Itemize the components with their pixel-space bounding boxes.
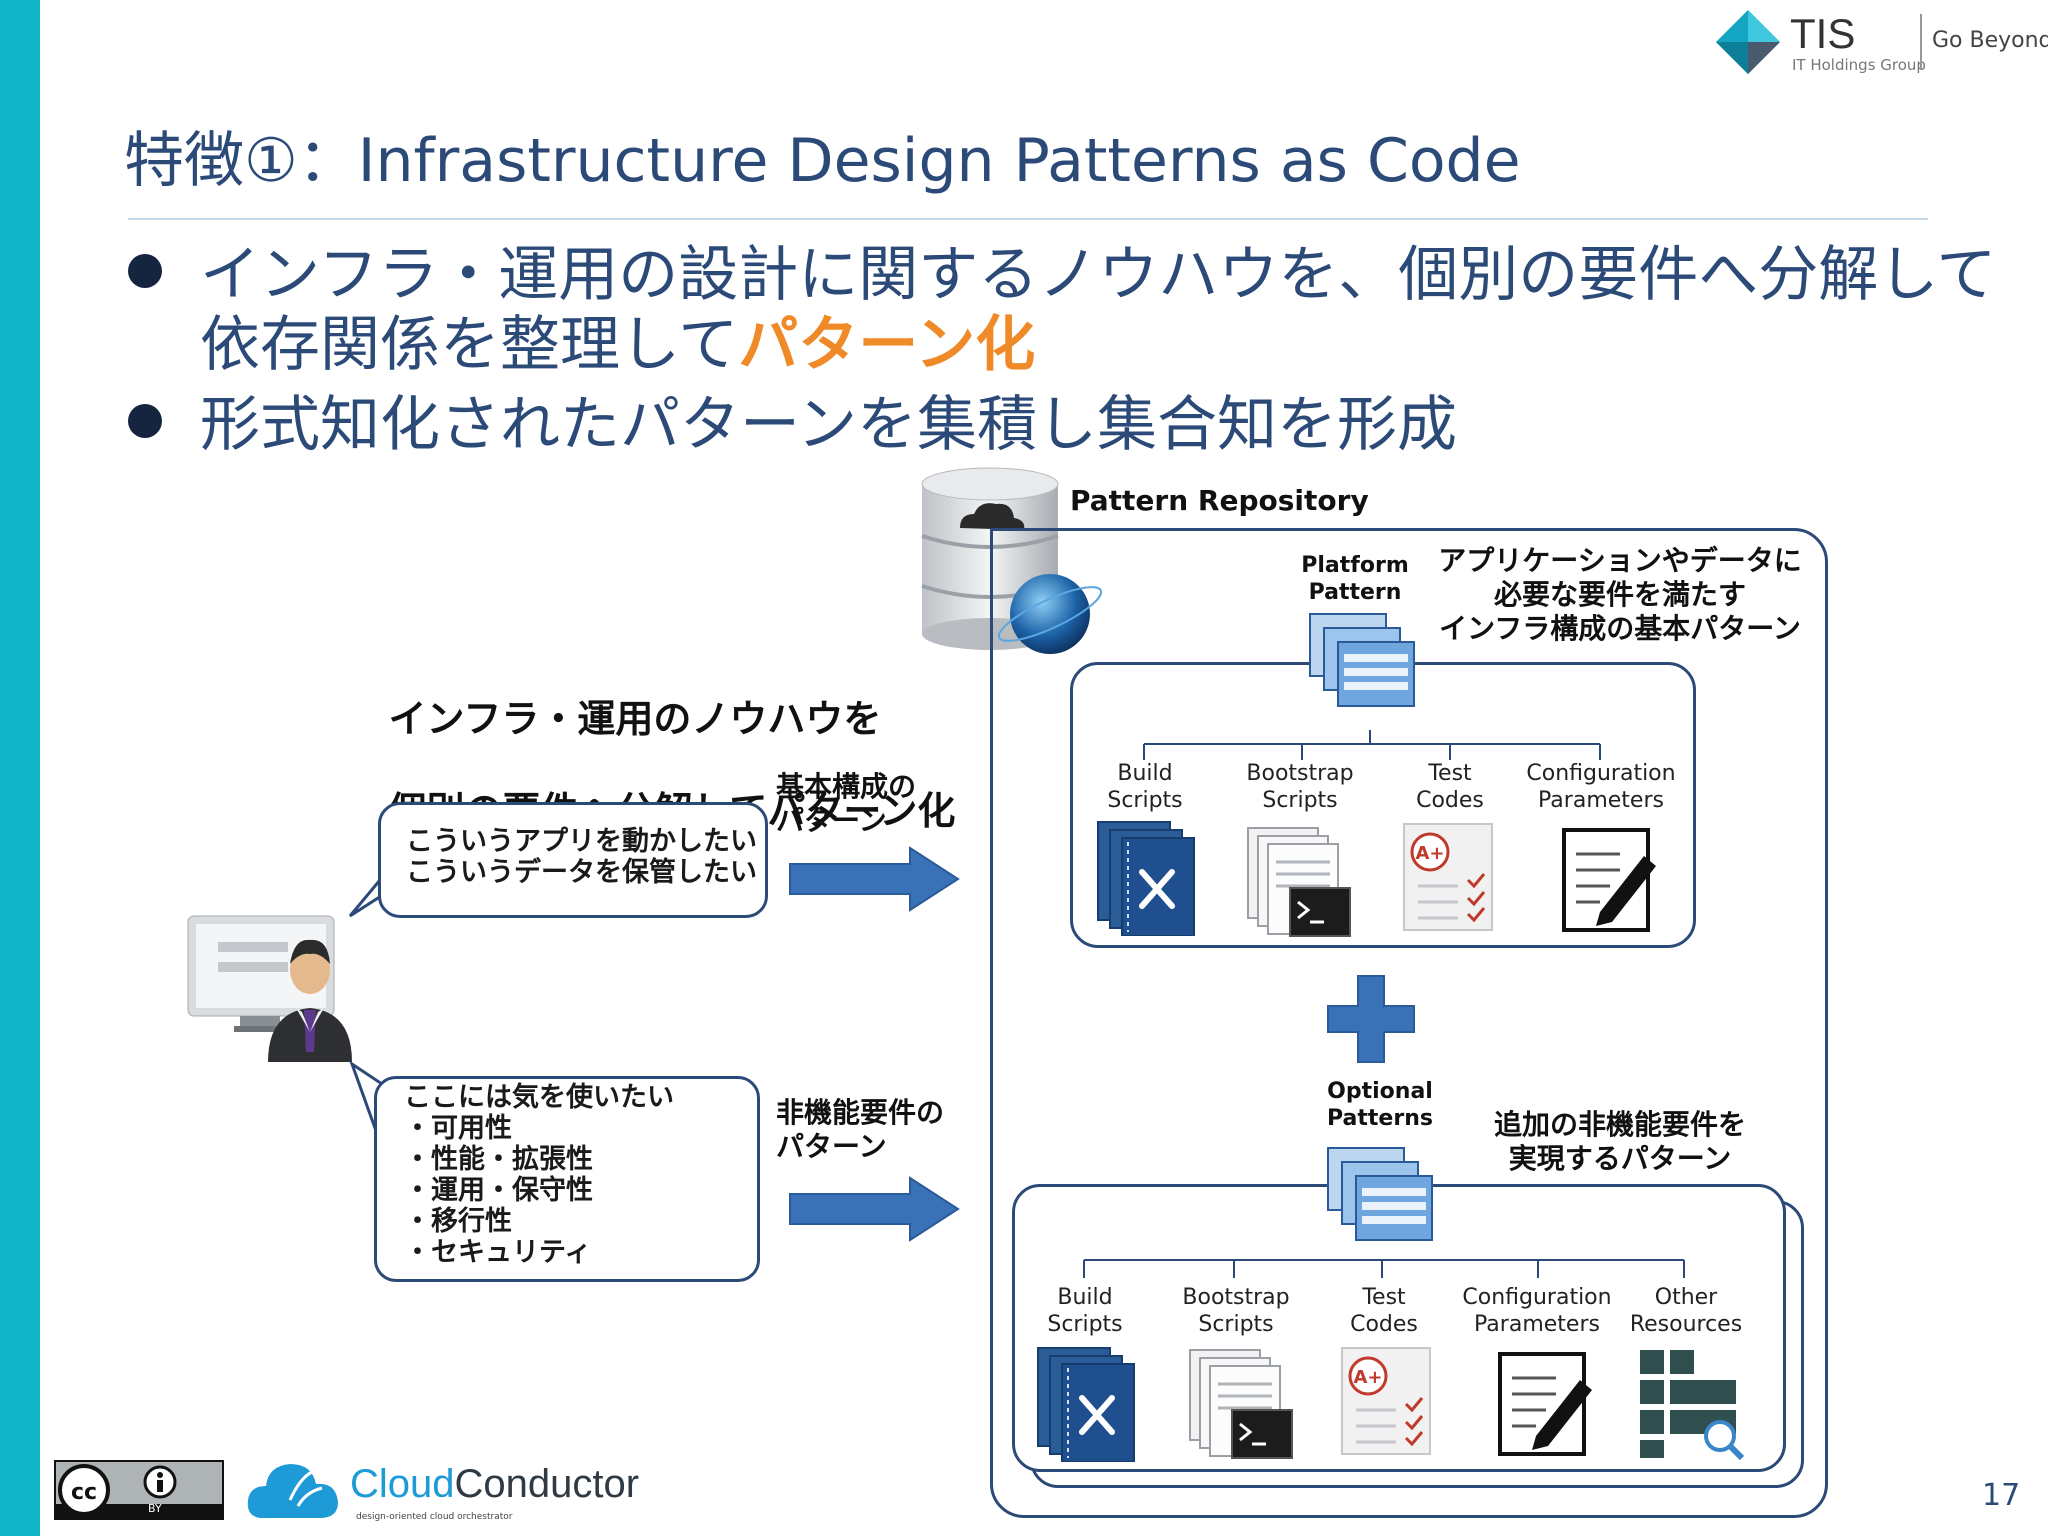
arrow-right-icon (789, 1176, 960, 1242)
build-scripts-icon (1097, 821, 1195, 936)
tis-diamond-icon (1716, 10, 1780, 74)
repository-frame (990, 528, 1828, 1518)
bullet-1-highlight: パターン化 (738, 310, 1036, 380)
bullet-dot (128, 254, 162, 288)
bubble-top-text: こういうアプリを動かしたい こういうデータを保管したい (406, 826, 757, 888)
repository-title: Pattern Repository (1070, 484, 1369, 517)
arrow-top-label: 基本構成の パターン (776, 770, 917, 837)
cc-by-license-badge: cc BY (54, 1460, 224, 1520)
platform-item-label: Build Scripts (1107, 761, 1183, 813)
logo-text-cloud: Cloud (350, 1462, 455, 1506)
platform-label: Platform Pattern (1301, 553, 1409, 605)
tagline: Go Beyond (1932, 28, 2048, 53)
bullet-dot (128, 404, 162, 438)
optional-item-label: Other Resources (1629, 1285, 1743, 1337)
platform-item-label: Test Codes (1416, 761, 1484, 813)
other-resources-icon (1640, 1350, 1745, 1461)
diagram-heading-line1: インフラ・運用のノウハウを (388, 697, 882, 741)
logo-text-conductor: Conductor (454, 1462, 640, 1506)
test-grade: A+ (1415, 843, 1444, 864)
bullet-1-line2: 依存関係を整理して (200, 310, 739, 380)
optional-item-label: Build Scripts (1047, 1285, 1123, 1337)
logo-tagline: design-oriented cloud orchestrator (356, 1512, 513, 1522)
brand-name: TIS (1790, 10, 1856, 57)
page-number: 17 (1982, 1478, 2021, 1513)
bullet-1-line1: インフラ・運用の設計に関するノウハウを、個別の要件へ分解して (200, 240, 1997, 310)
optional-item-label: Bootstrap Scripts (1182, 1285, 1290, 1337)
bubble-bottom-text: ここには気を使いたい ・可用性 ・性能・拡張性 ・運用・保守性 ・移行性 ・セキ… (404, 1082, 674, 1268)
title-divider (128, 218, 1928, 220)
bullet-2-text: 形式知化されたパターンを集積し集合知を形成 (200, 390, 1457, 460)
bootstrap-scripts-icon (1247, 827, 1351, 937)
platform-tree-connector (1143, 730, 1601, 760)
optional-item-label: Test Codes (1350, 1285, 1418, 1337)
tis-logo: TIS IT Holdings Group Go Beyond (1714, 8, 2048, 76)
platform-item-label: Bootstrap Scripts (1246, 761, 1354, 813)
platform-desc: アプリケーションやデータに 必要な要件を満たす インフラ構成の基本パターン (1438, 544, 1802, 645)
optional-desc: 追加の非機能要件を 実現するパターン (1493, 1108, 1746, 1175)
bubble-top (378, 802, 768, 918)
cloudconductor-logo: CloudConductor design-oriented cloud orc… (246, 1456, 666, 1528)
cloud-icon (247, 1464, 338, 1518)
plus-icon (1327, 975, 1415, 1063)
slide-title: 特徴①：Infrastructure Design Patterns as Co… (124, 126, 1521, 196)
user-at-computer-icon (184, 912, 368, 1062)
document-stack-icon (1309, 613, 1415, 707)
configuration-parameters-icon (1562, 828, 1656, 932)
configuration-parameters-icon (1498, 1352, 1592, 1456)
test-codes-icon: A+ (1403, 823, 1493, 931)
brand-sub: IT Holdings Group (1792, 56, 1926, 74)
test-grade: A+ (1353, 1367, 1382, 1388)
arrow-right-icon (789, 846, 960, 912)
cc-by-label: BY (148, 1502, 162, 1515)
bootstrap-scripts-icon (1189, 1349, 1293, 1459)
bubble-bottom (374, 1076, 760, 1282)
optional-item-label: Configuration Parameters (1462, 1285, 1612, 1337)
optional-label: Optional Patterns (1327, 1079, 1433, 1131)
test-codes-icon: A+ (1341, 1347, 1431, 1455)
document-stack-icon (1327, 1147, 1433, 1241)
build-scripts-icon (1037, 1347, 1135, 1462)
optional-tree-connector (1083, 1259, 1685, 1278)
arrow-bottom-label: 非機能要件の パターン (776, 1096, 945, 1163)
platform-item-label: Configuration Parameters (1526, 761, 1676, 813)
accent-bar (0, 0, 40, 1536)
svg-text:cc: cc (71, 1480, 97, 1505)
